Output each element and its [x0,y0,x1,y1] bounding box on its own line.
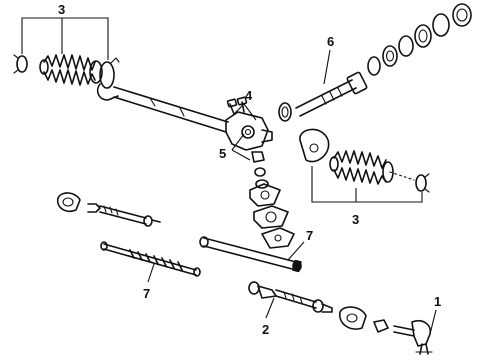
callout-7-right-leader [287,241,305,261]
right-boot-assembly [299,128,430,203]
callout-number-7-left: 7 [143,286,150,301]
callout-number-2: 2 [262,322,269,337]
outer-tie-rod-end [339,306,433,355]
transfer-tube-right [199,236,302,273]
left-inner-tie-rod [56,192,161,227]
left-boot-clamp-small [13,54,28,74]
right-inner-tie-rod [248,281,333,313]
left-boot-assembly [13,17,120,89]
pinion-nut-and-washers [251,151,269,189]
callout-number-6: 6 [327,34,334,49]
right-boot-clamp-small [415,173,430,193]
left-boot-clamp-large [99,57,120,89]
pinion-housing-gaskets [249,183,295,249]
pinion-valve-housing [225,101,273,151]
callout-number-3-right: 3 [352,212,359,227]
right-bellows-boot [329,150,394,185]
pinion-shaft [278,71,368,122]
callout-number-5: 5 [219,146,226,161]
callout-7-left-leader [147,263,155,283]
callout-3-right-bracket [311,166,423,203]
callout-1-leader [429,309,437,335]
callout-2-leader [265,297,275,319]
left-bellows-boot [39,54,103,86]
callout-5-leader [231,133,251,161]
pinion-seal-and-bearing-stack [367,3,472,76]
rack-housing-tube [96,83,229,133]
callout-number-7-right: 7 [306,228,313,243]
transfer-tube-left [100,241,201,277]
callout-number-4: 4 [245,88,253,103]
callout-6-leader [323,49,331,85]
housing-port-fittings [226,96,248,108]
callout-3-left-bracket [21,17,109,60]
callout-number-1: 1 [434,294,441,309]
callout-number-3-top: 3 [58,2,65,17]
callout-4-leader [231,103,257,121]
right-boot-mount-bracket [299,128,330,163]
